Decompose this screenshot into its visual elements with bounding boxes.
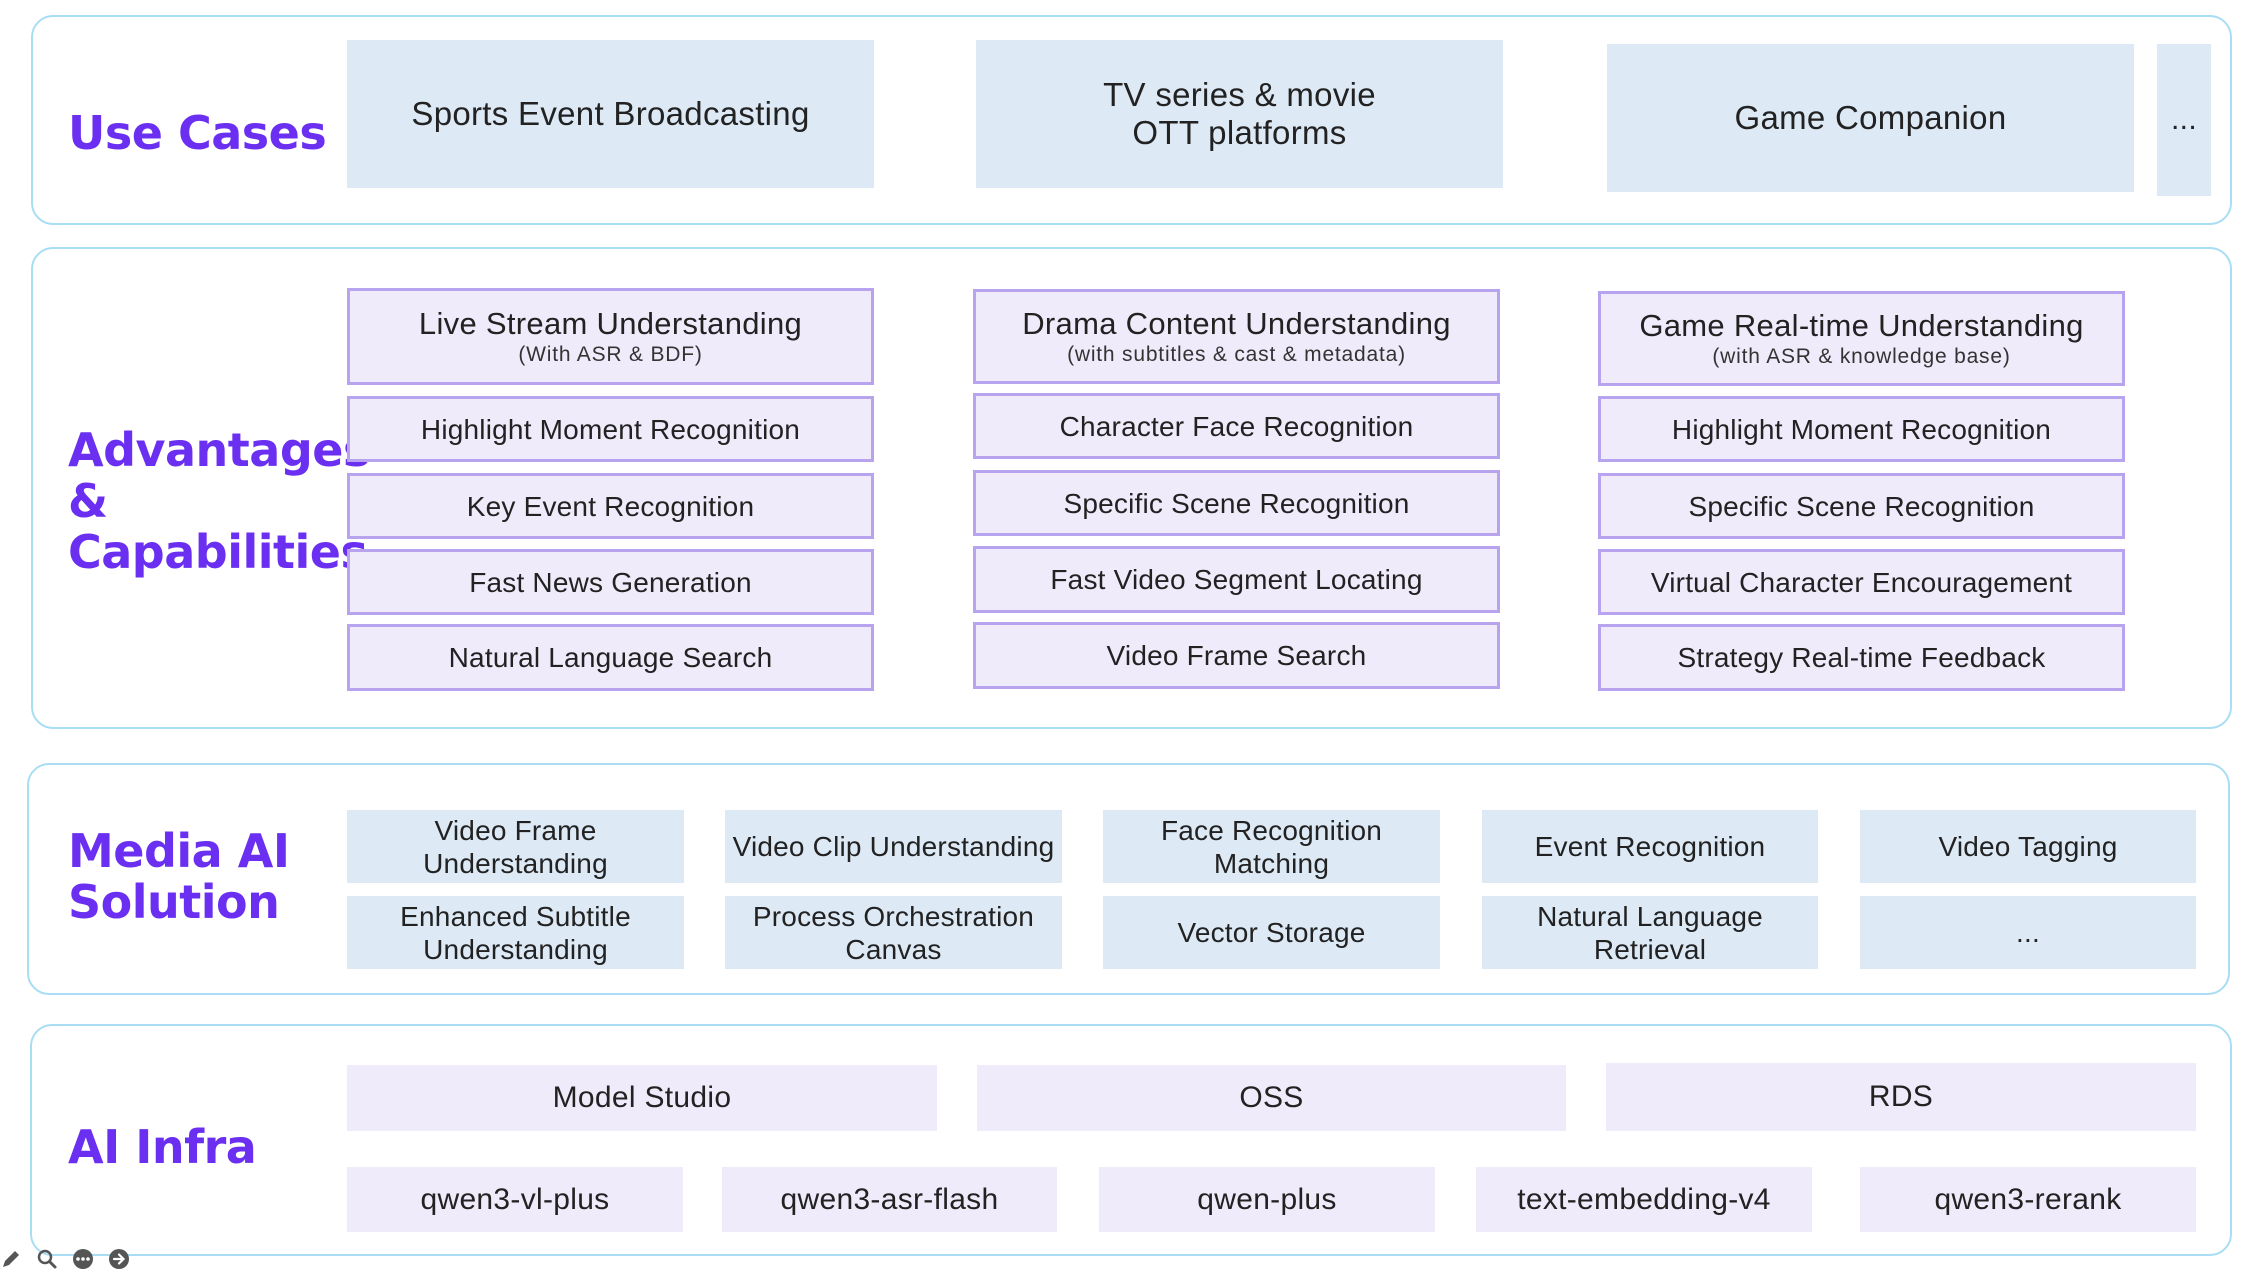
use-case-sports: Sports Event Broadcasting [347, 40, 874, 188]
use-cases-title: Use Cases [68, 106, 327, 160]
advantages-title: Advantages & Capabilities [68, 423, 370, 579]
capability-item: Fast News Generation [347, 549, 874, 615]
solution-item: Video Clip Understanding [725, 810, 1062, 883]
use-case-more: ... [2157, 44, 2211, 196]
capability-item: Specific Scene Recognition [1598, 473, 2125, 539]
capability-item: Fast Video Segment Locating [973, 546, 1500, 613]
infra-model: qwen-plus [1099, 1167, 1435, 1232]
use-case-tv-ott: TV series & movie OTT platforms [976, 40, 1503, 188]
infra-service-oss: OSS [977, 1065, 1566, 1131]
capability-header-drama: Drama Content Understanding (with subtit… [973, 289, 1500, 384]
infra-service-rds: RDS [1606, 1063, 2196, 1131]
capability-item: Specific Scene Recognition [973, 470, 1500, 536]
capability-header-game: Game Real-time Understanding (with ASR &… [1598, 291, 2125, 386]
arrow-right-icon[interactable] [108, 1248, 130, 1270]
capability-item: Character Face Recognition [973, 393, 1500, 459]
infra-model: qwen3-rerank [1860, 1167, 2196, 1232]
solution-item: Event Recognition [1482, 810, 1818, 883]
viewer-toolbar [0, 1248, 130, 1270]
infra-model: text-embedding-v4 [1476, 1167, 1812, 1232]
solution-item: ... [1860, 896, 2196, 969]
solution-item: Video Tagging [1860, 810, 2196, 883]
capability-item: Video Frame Search [973, 622, 1500, 689]
capability-header-live-stream: Live Stream Understanding (With ASR & BD… [347, 288, 874, 385]
use-case-game: Game Companion [1607, 44, 2134, 192]
solution-item: Vector Storage [1103, 896, 1440, 969]
infra-service-model-studio: Model Studio [347, 1065, 937, 1131]
ai-infra-title: AI Infra [68, 1120, 257, 1174]
pencil-icon[interactable] [0, 1248, 22, 1270]
more-icon[interactable] [72, 1248, 94, 1270]
capability-item: Strategy Real-time Feedback [1598, 624, 2125, 691]
capability-item: Highlight Moment Recognition [1598, 396, 2125, 462]
magnifier-icon[interactable] [36, 1248, 58, 1270]
infra-model: qwen3-vl-plus [347, 1167, 683, 1232]
capability-item: Highlight Moment Recognition [347, 396, 874, 462]
capability-item: Virtual Character Encouragement [1598, 549, 2125, 615]
infra-model: qwen3-asr-flash [722, 1167, 1057, 1232]
capability-item: Natural Language Search [347, 624, 874, 691]
media-ai-title: Media AI Solution [68, 824, 290, 929]
capability-item: Key Event Recognition [347, 473, 874, 539]
